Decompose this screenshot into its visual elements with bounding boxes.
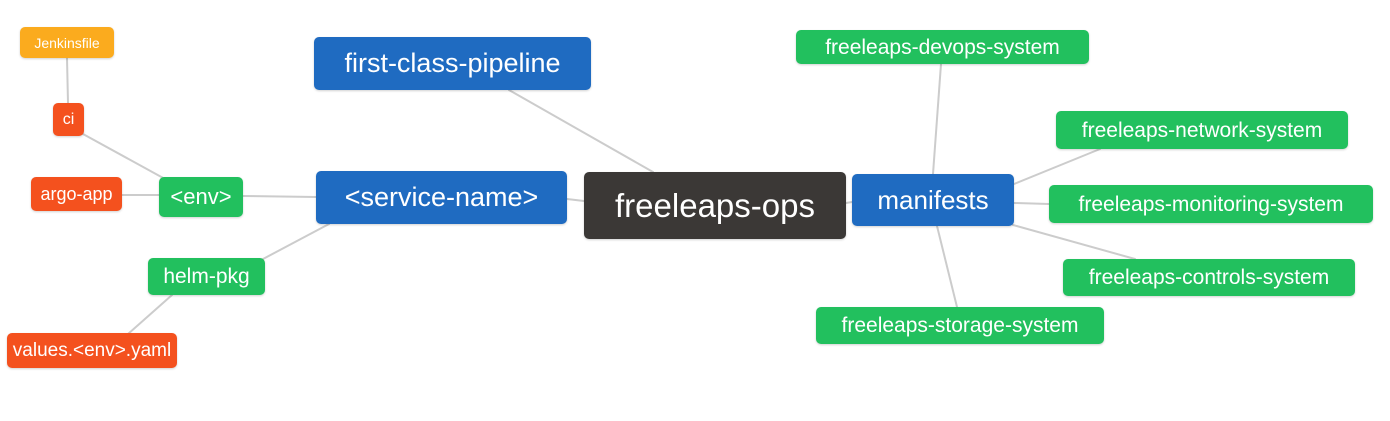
edge-freeleaps-ops-manifests <box>845 201 853 204</box>
node-argo-app[interactable]: argo-app <box>31 177 122 211</box>
node-service-name[interactable]: <service-name> <box>316 171 567 224</box>
node-helm-pkg[interactable]: helm-pkg <box>148 258 265 295</box>
node-first-class-pipeline[interactable]: first-class-pipeline <box>314 37 591 90</box>
edge-manifests-storage-system <box>936 225 958 308</box>
node-freeleaps-monitoring-system[interactable]: freeleaps-monitoring-system <box>1049 185 1373 223</box>
node-freeleaps-storage-system[interactable]: freeleaps-storage-system <box>816 307 1104 344</box>
node-freeleaps-controls-system[interactable]: freeleaps-controls-system <box>1063 259 1355 296</box>
node-env[interactable]: <env> <box>159 177 243 217</box>
edge-env-service-name <box>242 195 317 198</box>
edge-manifests-devops-system <box>932 63 942 175</box>
node-jenkinsfile[interactable]: Jenkinsfile <box>20 27 114 58</box>
node-freeleaps-ops[interactable]: freeleaps-ops <box>584 172 846 239</box>
node-freeleaps-devops-system[interactable]: freeleaps-devops-system <box>796 30 1089 64</box>
edge-service-name-helm-pkg <box>262 223 330 260</box>
edge-manifests-monitoring-system <box>1013 202 1050 205</box>
edge-pipeline-freeleaps-ops <box>508 89 654 173</box>
node-ci[interactable]: ci <box>53 103 84 136</box>
edge-ci-env <box>82 133 166 180</box>
edge-manifests-controls-system <box>1012 224 1136 260</box>
node-manifests[interactable]: manifests <box>852 174 1014 226</box>
node-freeleaps-network-system[interactable]: freeleaps-network-system <box>1056 111 1348 149</box>
node-values-env-yaml[interactable]: values.<env>.yaml <box>7 333 177 368</box>
edge-service-name-freeleaps-ops <box>566 198 585 202</box>
edge-helm-pkg-values <box>127 294 173 335</box>
edge-jenkinsfile-ci <box>66 57 69 104</box>
edge-manifests-network-system <box>1013 148 1101 185</box>
